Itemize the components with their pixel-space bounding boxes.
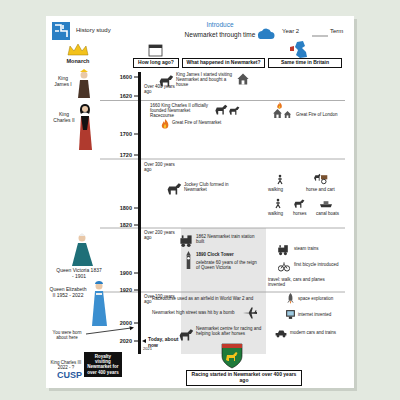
- year-label: 1600: [108, 74, 132, 80]
- britain-text: walking: [268, 187, 292, 192]
- box-text: Royalty visiting Newmarket for over 400 …: [87, 354, 119, 375]
- britain-text: first bicycle introduced: [294, 262, 342, 267]
- newmarket-crest: [222, 344, 242, 368]
- header-text: Year 2: [282, 28, 312, 35]
- time-ago-label: Over 400 years ago: [144, 84, 180, 94]
- shaded-region: [181, 228, 266, 354]
- britain-text: horse and cart: [306, 187, 342, 192]
- header-text: Term: [330, 28, 352, 35]
- event-text: 1660 King Charles II officially founded …: [150, 103, 212, 119]
- year-label: 1820: [108, 222, 132, 228]
- time-ago-label: Over 300 years ago: [144, 162, 180, 172]
- year-label: 1700: [108, 131, 132, 137]
- header-text: Introduce: [190, 21, 250, 28]
- event-text: Newmarket centre for racing and helping …: [196, 326, 262, 336]
- column-heading-box: What happened in Newmarket?: [182, 58, 265, 68]
- year-label: 2020: [108, 338, 132, 344]
- britain-text: horses: [293, 211, 315, 216]
- event-text: King James I started visiting Newmarket …: [176, 72, 234, 88]
- year-label: 2000: [108, 320, 132, 326]
- event-text: Jockey Club formed in Newmarket: [184, 182, 248, 192]
- note-text: You were born about here: [50, 330, 84, 340]
- britain-text: space exploration: [298, 296, 342, 301]
- column-heading-box: How long ago?: [133, 58, 179, 68]
- event-text: Racecourse used as an airfield in World …: [152, 296, 260, 301]
- column-heading: Monarch: [58, 58, 98, 64]
- year-label: 1620: [108, 93, 132, 99]
- cusp-logo: [52, 22, 70, 40]
- today-label: Today, about now: [148, 337, 180, 349]
- event-text: celebrate 60 years of the reign of Queen…: [196, 260, 260, 270]
- britain-text: travel: walk, cars and planes invented: [268, 277, 342, 287]
- event-text: Newmarket high street was hit by a bomb: [152, 310, 240, 315]
- box-text: Same time in Britain: [271, 60, 339, 66]
- highlight-box: Royalty visiting Newmarket for over 400 …: [84, 352, 122, 377]
- year-label: 1720: [108, 152, 132, 158]
- box-text: What happened in Newmarket?: [185, 60, 262, 66]
- monarch-name: Queen Elizabeth II 1952 - 2022: [49, 287, 87, 299]
- year-label: 1920: [108, 287, 132, 293]
- britain-text: modern cars and trains: [290, 330, 342, 335]
- monarch-name: King Charles II: [50, 112, 78, 124]
- header-text: History study: [76, 27, 136, 34]
- box-text: Racing started in Newmarket over 400 yea…: [189, 372, 299, 384]
- time-ago-label: Over 200 years ago: [144, 230, 180, 240]
- britain-text: walking: [268, 211, 292, 216]
- summary-box: Racing started in Newmarket over 400 yea…: [186, 370, 302, 386]
- monarch-name: King Charles III 2022 - ?: [50, 360, 82, 370]
- year-label: 1800: [108, 205, 132, 211]
- event-text: 1862 Newmarket train station built: [196, 234, 260, 244]
- britain-text: Great Fire of London: [296, 112, 340, 117]
- britain-text: internet invented: [298, 312, 342, 317]
- header-icons: [68, 29, 328, 58]
- worksheet-title: Newmarket through time: [160, 31, 280, 38]
- monarch-name: Queen Victoria 1837 - 1901: [56, 268, 102, 280]
- year-label: 1900: [108, 270, 132, 276]
- timeline: [86, 72, 146, 354]
- column-heading-box: Same time in Britain: [268, 58, 342, 68]
- century-lines: [100, 101, 345, 293]
- event-text: Great Fire of Newmarket: [172, 120, 230, 125]
- britain-text: canal boats: [316, 211, 344, 216]
- britain-text: steam trains: [294, 246, 340, 251]
- monarch-name: King James I: [50, 76, 76, 88]
- year-label: 2021: [143, 347, 159, 352]
- box-text: How long ago?: [136, 60, 176, 66]
- event-text: 1890 Clock Tower: [196, 252, 250, 257]
